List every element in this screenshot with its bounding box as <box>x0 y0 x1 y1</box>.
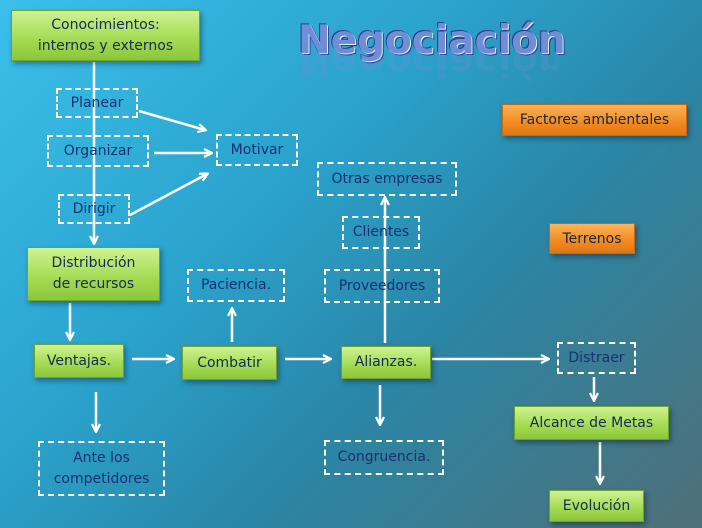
box-alianzas-label: Alianzas. <box>354 354 418 370</box>
box-clientes-label: Clientes <box>352 224 410 240</box>
arrow-dirigir-motivar <box>129 174 207 217</box>
page-title: Negociación <box>298 18 566 63</box>
box-paciencia-label: Paciencia. <box>200 277 272 293</box>
box-conocimientos-label: Conocimientos: internos y externos <box>37 16 174 54</box>
box-conocimientos: Conocimientos: internos y externos <box>11 10 200 61</box>
box-evolucion-label: Evolución <box>562 497 631 514</box>
box-paciencia: Paciencia. <box>187 269 285 302</box>
box-congruencia: Congruencia. <box>324 440 444 475</box>
box-factores-ambientales: Factores ambientales <box>502 104 687 136</box>
box-proveedores: Proveedores <box>324 269 440 303</box>
box-evolucion: Evolución <box>549 490 644 522</box>
box-distraer: Distraer <box>557 342 636 374</box>
box-dirigir: Dirigir <box>58 194 130 224</box>
box-organizar: Organizar <box>47 135 149 167</box>
box-ventajas-label: Ventajas. <box>46 352 112 369</box>
box-planear-label: Planear <box>70 94 124 111</box>
box-distraer-label: Distraer <box>568 349 625 366</box>
box-ante-competidores: Ante los competidores <box>38 441 165 496</box>
box-otras-label: Otras empresas <box>331 170 443 187</box>
box-ventajas: Ventajas. <box>34 344 124 378</box>
box-terrenos: Terrenos <box>549 223 635 254</box>
box-congruencia-label: Congruencia. <box>337 449 431 465</box>
box-organizar-label: Organizar <box>63 142 133 159</box>
box-combatir-label: Combatir <box>197 354 262 371</box>
box-clientes: Clientes <box>342 216 420 249</box>
box-combatir: Combatir <box>182 346 277 380</box>
box-alianzas: Alianzas. <box>341 346 431 379</box>
box-proveedores-label: Proveedores <box>338 277 426 294</box>
box-dirigir-label: Dirigir <box>72 200 116 217</box>
box-ante-label: Ante los competidores <box>53 449 150 487</box>
title-reflection: Negociación <box>298 44 558 84</box>
box-terrenos-label: Terrenos <box>562 230 622 247</box>
box-distribucion: Distribución de recursos <box>27 247 160 301</box>
box-planear: Planear <box>56 88 138 118</box>
box-factores-label: Factores ambientales <box>519 112 670 128</box>
box-distribucion-label: Distribución de recursos <box>51 255 136 292</box>
arrow-planear-motivar <box>138 109 205 130</box>
box-otras-empresas: Otras empresas <box>317 162 457 196</box>
box-alcance-metas: Alcance de Metas <box>514 406 669 440</box>
box-alcance-label: Alcance de Metas <box>529 414 654 431</box>
box-motivar-label: Motivar <box>230 141 284 158</box>
box-motivar: Motivar <box>216 134 298 166</box>
